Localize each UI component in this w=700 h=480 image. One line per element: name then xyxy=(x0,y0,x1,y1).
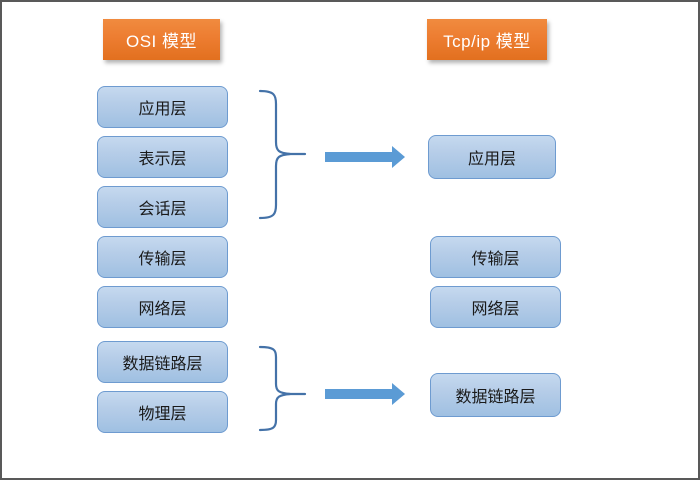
tcpip-layer-label: 应用层 xyxy=(467,151,516,168)
osi-title-label: OSI 模型 xyxy=(125,32,197,51)
osi-layer-physical[interactable]: 物理层 xyxy=(97,391,228,433)
osi-layer-application[interactable]: 应用层 xyxy=(97,86,228,128)
arrow-shaft xyxy=(325,152,392,162)
tcpip-title-label: Tcp/ip 模型 xyxy=(443,32,531,51)
osi-layer-label: 网络层 xyxy=(138,301,187,318)
arrow-head xyxy=(392,383,405,405)
osi-layer-label: 传输层 xyxy=(138,251,187,268)
osi-layer-data-link[interactable]: 数据链路层 xyxy=(97,341,228,383)
arrow-head xyxy=(392,146,405,168)
osi-layer-transport[interactable]: 传输层 xyxy=(97,236,228,278)
osi-layer-label: 数据链路层 xyxy=(122,356,203,373)
osi-layer-label: 表示层 xyxy=(138,151,187,168)
osi-title-pill: OSI 模型 xyxy=(103,19,220,60)
tcpip-layer-network[interactable]: 网络层 xyxy=(430,286,561,328)
arrow-link-mapping xyxy=(325,383,405,405)
osi-layer-label: 会话层 xyxy=(138,201,187,218)
osi-layer-presentation[interactable]: 表示层 xyxy=(97,136,228,178)
osi-layer-label: 物理层 xyxy=(138,406,187,423)
osi-layer-network[interactable]: 网络层 xyxy=(97,286,228,328)
arrow-application-mapping xyxy=(325,146,405,168)
arrow-shaft xyxy=(325,389,392,399)
tcpip-layer-label: 数据链路层 xyxy=(455,389,536,406)
osi-layer-label: 应用层 xyxy=(138,101,187,118)
tcpip-layer-label: 传输层 xyxy=(471,251,520,268)
osi-layer-session[interactable]: 会话层 xyxy=(97,186,228,228)
tcpip-layer-label: 网络层 xyxy=(471,301,520,318)
tcpip-layer-application[interactable]: 应用层 xyxy=(428,135,556,179)
tcpip-layer-data-link[interactable]: 数据链路层 xyxy=(430,373,561,417)
brace-link-group xyxy=(258,345,292,432)
tcpip-layer-transport[interactable]: 传输层 xyxy=(430,236,561,278)
tcpip-title-pill: Tcp/ip 模型 xyxy=(427,19,547,60)
brace-application-group xyxy=(258,89,292,220)
